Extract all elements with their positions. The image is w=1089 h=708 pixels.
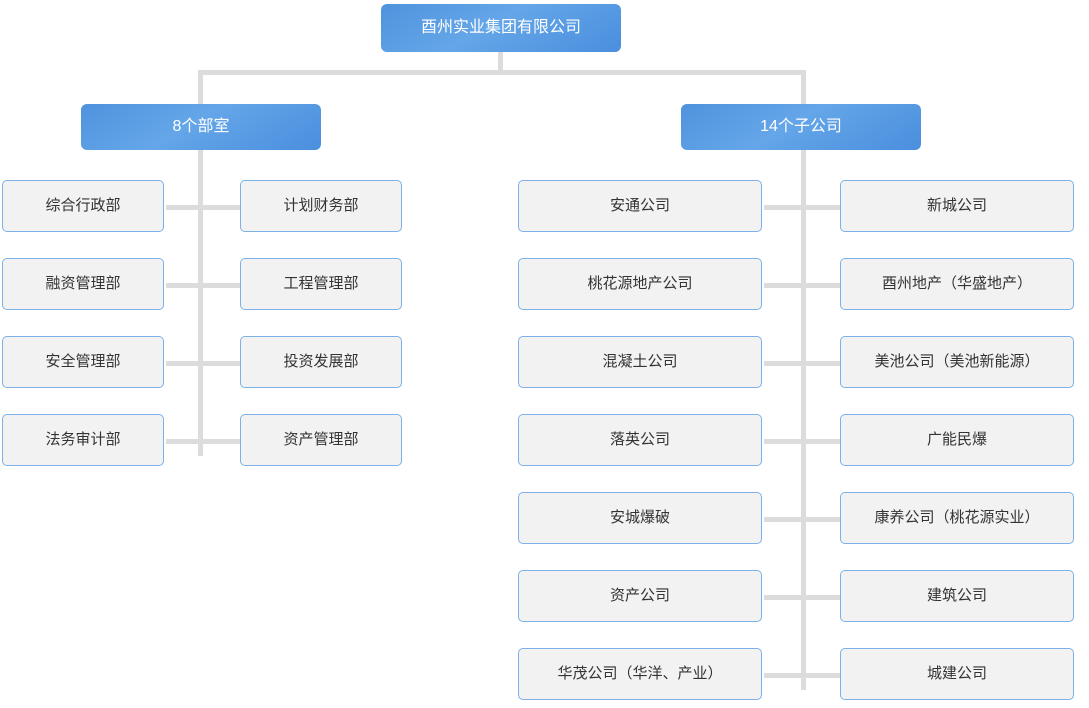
subsidiary-node[interactable]: 落英公司 (518, 414, 769, 473)
connector-branch-bar (198, 70, 806, 75)
subsidiary-node[interactable]: 桃花源地产公司 (518, 258, 769, 317)
connector-sub-row-6 (764, 595, 844, 600)
connector-sub-row-2 (764, 283, 844, 288)
connector-sub-row-7 (764, 673, 844, 678)
dept-node-label: 资产管理部 (283, 430, 359, 448)
subsidiary-node[interactable]: 资产公司 (518, 570, 769, 629)
connector-dept-row-3 (166, 361, 244, 366)
dept-node-label: 综合行政部 (45, 196, 121, 214)
subsidiary-node[interactable]: 新城公司 (840, 180, 1081, 239)
subsidiary-node-label: 广能民爆 (926, 430, 987, 448)
org-root-node[interactable]: 酉州实业集团有限公司 (381, 4, 629, 60)
dept-node[interactable]: 融资管理部 (2, 258, 171, 317)
connector-branch-drop-left (198, 70, 203, 108)
branch-subsidiaries-label: 14个子公司 (760, 118, 842, 135)
dept-node[interactable]: 投资发展部 (240, 336, 409, 395)
subsidiary-node[interactable]: 广能民爆 (840, 414, 1081, 473)
subsidiary-node[interactable]: 安通公司 (518, 180, 769, 239)
connector-dept-row-1 (166, 205, 244, 210)
connector-branch-drop-right (801, 70, 806, 108)
connector-dept-trunk (198, 150, 203, 456)
branch-departments-label: 8个部室 (172, 118, 230, 135)
dept-node-label: 安全管理部 (45, 352, 121, 370)
subsidiary-node[interactable]: 酉州地产（华盛地产） (840, 258, 1081, 317)
subsidiary-node-label: 安城爆破 (609, 508, 670, 526)
dept-node-label: 融资管理部 (45, 274, 121, 292)
subsidiary-node-label: 城建公司 (926, 664, 987, 682)
connector-dept-row-4 (166, 439, 244, 444)
subsidiary-node[interactable]: 美池公司（美池新能源） (840, 336, 1081, 395)
dept-node[interactable]: 资产管理部 (240, 414, 409, 473)
subsidiary-node[interactable]: 建筑公司 (840, 570, 1081, 629)
subsidiary-node-label: 美池公司（美池新能源） (874, 352, 1040, 370)
connector-sub-row-3 (764, 361, 844, 366)
dept-node[interactable]: 工程管理部 (240, 258, 409, 317)
dept-node-label: 法务审计部 (45, 430, 121, 448)
subsidiary-node-label: 资产公司 (609, 586, 670, 604)
subsidiary-node[interactable]: 混凝土公司 (518, 336, 769, 395)
connector-sub-trunk (801, 150, 806, 690)
subsidiary-node-label: 酉州地产（华盛地产） (881, 274, 1032, 292)
subsidiary-node-label: 安通公司 (609, 196, 670, 214)
subsidiary-node-label: 新城公司 (926, 196, 987, 214)
connector-root-stem (498, 52, 503, 74)
connector-sub-row-4 (764, 439, 844, 444)
dept-node[interactable]: 计划财务部 (240, 180, 409, 239)
dept-node[interactable]: 安全管理部 (2, 336, 171, 395)
dept-node[interactable]: 法务审计部 (2, 414, 171, 473)
connector-dept-row-2 (166, 283, 244, 288)
subsidiary-node-label: 华茂公司（华洋、产业） (557, 664, 723, 682)
subsidiary-node-label: 桃花源地产公司 (587, 274, 693, 292)
branch-node-subsidiaries[interactable]: 14个子公司 (681, 104, 929, 158)
dept-node-label: 工程管理部 (283, 274, 359, 292)
dept-node[interactable]: 综合行政部 (2, 180, 171, 239)
dept-node-label: 计划财务部 (283, 196, 359, 214)
subsidiary-node[interactable]: 安城爆破 (518, 492, 769, 551)
connector-sub-row-5 (764, 517, 844, 522)
subsidiary-node[interactable]: 华茂公司（华洋、产业） (518, 648, 769, 707)
connector-sub-row-1 (764, 205, 844, 210)
subsidiary-node-label: 康养公司（桃花源实业） (874, 508, 1040, 526)
branch-node-departments[interactable]: 8个部室 (81, 104, 329, 158)
subsidiary-node[interactable]: 康养公司（桃花源实业） (840, 492, 1081, 551)
subsidiary-node-label: 建筑公司 (926, 586, 987, 604)
org-root-label: 酉州实业集团有限公司 (420, 19, 581, 36)
subsidiary-node[interactable]: 城建公司 (840, 648, 1081, 707)
subsidiary-node-label: 混凝土公司 (602, 352, 678, 370)
subsidiary-node-label: 落英公司 (609, 430, 670, 448)
dept-node-label: 投资发展部 (283, 352, 359, 370)
